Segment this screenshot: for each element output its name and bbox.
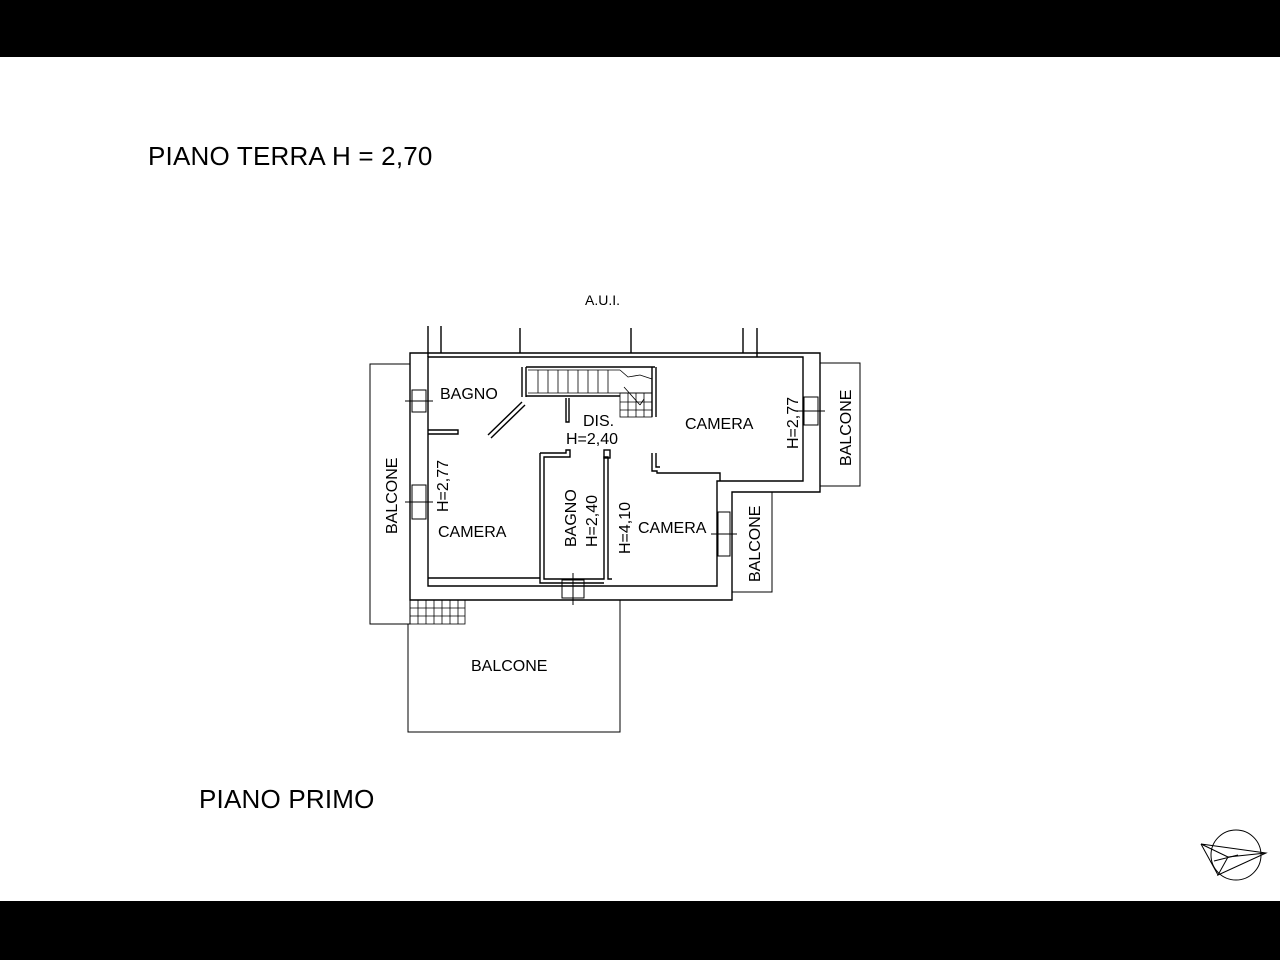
room-height-bagno-mid: H=2,40: [584, 495, 601, 547]
balcone-label-right: BALCONE: [838, 390, 855, 466]
room-height-dis: H=2,40: [566, 431, 618, 448]
room-label-camera-mid: CAMERA: [638, 520, 707, 537]
floor-plan: A.U.I.: [369, 292, 1268, 881]
balcone-label-bottom: BALCONE: [471, 658, 547, 675]
room-height-camera-left: H=2,77: [435, 460, 452, 512]
staircase-bottom: [409, 599, 466, 625]
aui-label: A.U.I.: [585, 292, 620, 308]
balconies: [369, 362, 861, 733]
ground-floor-title: PIANO TERRA H = 2,70: [148, 141, 433, 171]
compass-north-arrow-icon: [1200, 829, 1268, 881]
first-floor-title: PIANO PRIMO: [199, 784, 375, 814]
room-label-bagno-mid: BAGNO: [563, 489, 580, 547]
neighbour-wall-stubs: [427, 326, 758, 357]
room-label-bagno-top: BAGNO: [440, 386, 498, 403]
room-height-camera-right: H=2,77: [785, 397, 802, 449]
balcone-label-small: BALCONE: [747, 506, 764, 582]
room-label-camera-left: CAMERA: [438, 524, 507, 541]
room-label-camera-right: CAMERA: [685, 416, 754, 433]
room-label-dis: DIS.: [583, 413, 614, 430]
staircase-top: [528, 369, 653, 418]
drawing-sheet: PIANO TERRA H = 2,70 PIANO PRIMO A.U.I.: [0, 57, 1280, 901]
balcone-label-left: BALCONE: [384, 458, 401, 534]
room-height-camera-mid: H=4,10: [617, 502, 634, 554]
